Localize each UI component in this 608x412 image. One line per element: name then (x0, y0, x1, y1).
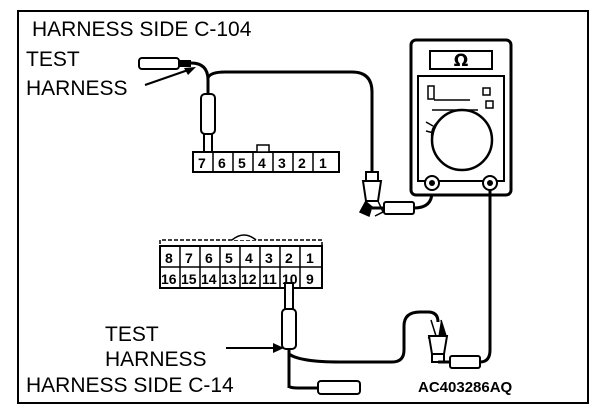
ohmmeter: Ω (409, 38, 513, 197)
bottom-test-probe (281, 282, 297, 388)
bottom-alligator-clip (427, 319, 449, 363)
c104-pin-7: 7 (198, 155, 206, 171)
meter-indicator-upper (482, 87, 491, 96)
c14-pin-8: 8 (165, 250, 173, 266)
bottom-meter-lead (438, 190, 492, 369)
meter-switch (427, 85, 435, 100)
figure-code: AC403286AQ (418, 379, 513, 396)
c14-pin-4: 4 (245, 250, 253, 266)
harness-side-c104-label: HARNESS SIDE C-104 (32, 18, 252, 41)
top-test-label: TEST (26, 48, 80, 71)
bottom-wire (288, 310, 440, 364)
top-test-probe-plug (138, 57, 191, 70)
c104-pin-6: 6 (218, 155, 226, 171)
c14-pin-3: 3 (265, 250, 273, 266)
top-probe-lead (190, 61, 216, 153)
meter-indicator-lower (485, 100, 494, 109)
harness-side-c14-label: HARNESS SIDE C-14 (26, 374, 234, 397)
c104-pin-3: 3 (278, 155, 286, 171)
c14-pin-11: 11 (262, 271, 277, 287)
bottom-harness-label: HARNESS (105, 348, 207, 371)
c14-pin-16: 16 (161, 271, 177, 287)
c14-pin-12: 12 (241, 271, 257, 287)
bottom-test-arrow (226, 343, 284, 353)
c14-pin-6: 6 (205, 250, 213, 266)
c14-pin-5: 5 (225, 250, 233, 266)
connector-c14: 8 7 6 5 4 3 2 1 16 15 14 13 12 11 10 9 (159, 234, 323, 289)
c14-pin-2: 2 (285, 250, 293, 266)
ohm-symbol: Ω (454, 51, 468, 71)
c104-pin-2: 2 (298, 155, 306, 171)
top-test-arrow (144, 67, 196, 86)
c104-pin-1: 1 (319, 155, 327, 171)
c14-pin-1: 1 (306, 250, 314, 266)
top-harness-label: HARNESS (26, 77, 128, 100)
meter-dial (430, 108, 494, 172)
c104-pin-4: 4 (258, 155, 266, 171)
c14-pin-14: 14 (201, 271, 217, 287)
c14-pin-15: 15 (181, 271, 197, 287)
c14-pin-9: 9 (306, 271, 314, 287)
bottom-test-probe-plug (287, 380, 361, 395)
c14-pin-7: 7 (185, 250, 193, 266)
bottom-test-label: TEST (105, 323, 159, 346)
top-wire (206, 70, 374, 172)
c104-pin-5: 5 (238, 155, 246, 171)
connector-c104: 7 6 5 4 3 2 1 (192, 144, 340, 173)
c14-pin-13: 13 (221, 271, 237, 287)
